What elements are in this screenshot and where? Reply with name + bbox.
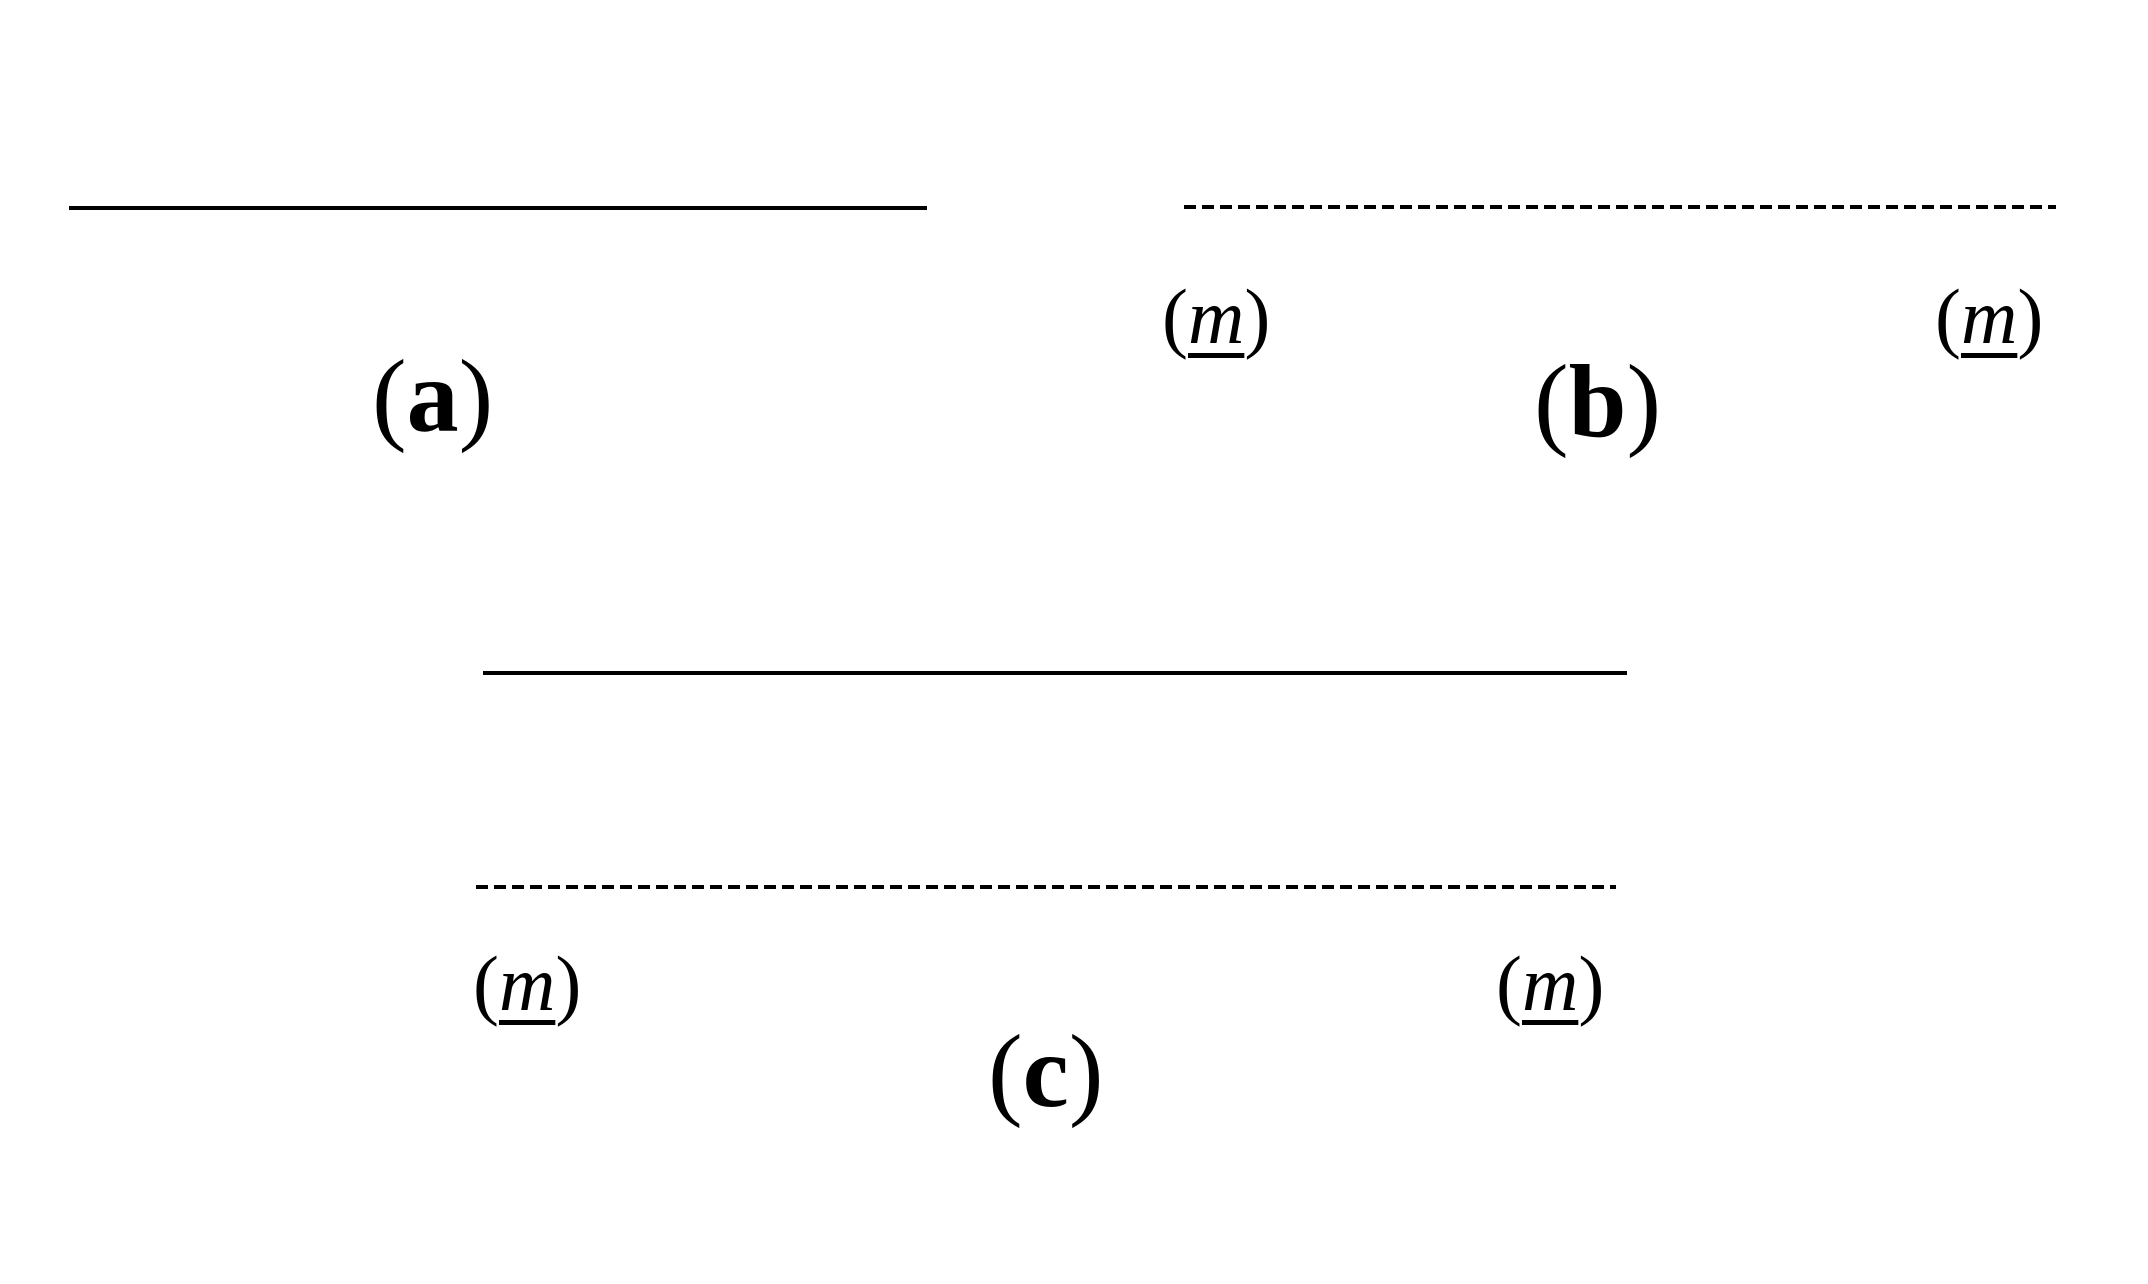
- panel-c-solid-line: [483, 671, 1627, 675]
- paren-close: ): [1244, 273, 1271, 360]
- paren-close: ): [2017, 273, 2044, 360]
- marker-m: m: [498, 940, 556, 1027]
- panel-b-letter: b: [1568, 344, 1627, 459]
- paren-close: ): [555, 940, 582, 1027]
- paren-open: (: [988, 1014, 1023, 1129]
- paren-close: ): [1068, 1014, 1104, 1129]
- panel-b-label: (b): [1534, 350, 1661, 454]
- marker-m: m: [1187, 273, 1245, 360]
- paren-close: ): [458, 339, 494, 454]
- marker-m: m: [1521, 940, 1579, 1027]
- panel-a-letter: a: [406, 339, 459, 454]
- panel-a-solid-line: [69, 206, 927, 210]
- paren-open: (: [1935, 273, 1961, 360]
- panel-c-dashed-line: [476, 885, 1616, 889]
- paren-close: ): [1626, 344, 1662, 459]
- paren-open: (: [1162, 273, 1188, 360]
- panel-c-marker-right: (m): [1496, 945, 1604, 1023]
- paren-open: (: [372, 339, 407, 454]
- marker-m: m: [1960, 273, 2018, 360]
- paren-open: (: [1534, 344, 1569, 459]
- paren-close: ): [1578, 940, 1605, 1027]
- panel-c-letter: c: [1022, 1014, 1069, 1129]
- panel-c-label: (c): [988, 1020, 1103, 1124]
- panel-a-label: (a): [372, 345, 493, 449]
- paren-open: (: [473, 940, 499, 1027]
- panel-b-marker-right: (m): [1935, 278, 2043, 356]
- panel-c-marker-left: (m): [473, 945, 581, 1023]
- paren-open: (: [1496, 940, 1522, 1027]
- panel-b-marker-left: (m): [1162, 278, 1270, 356]
- panel-b-dashed-line: [1184, 205, 2056, 209]
